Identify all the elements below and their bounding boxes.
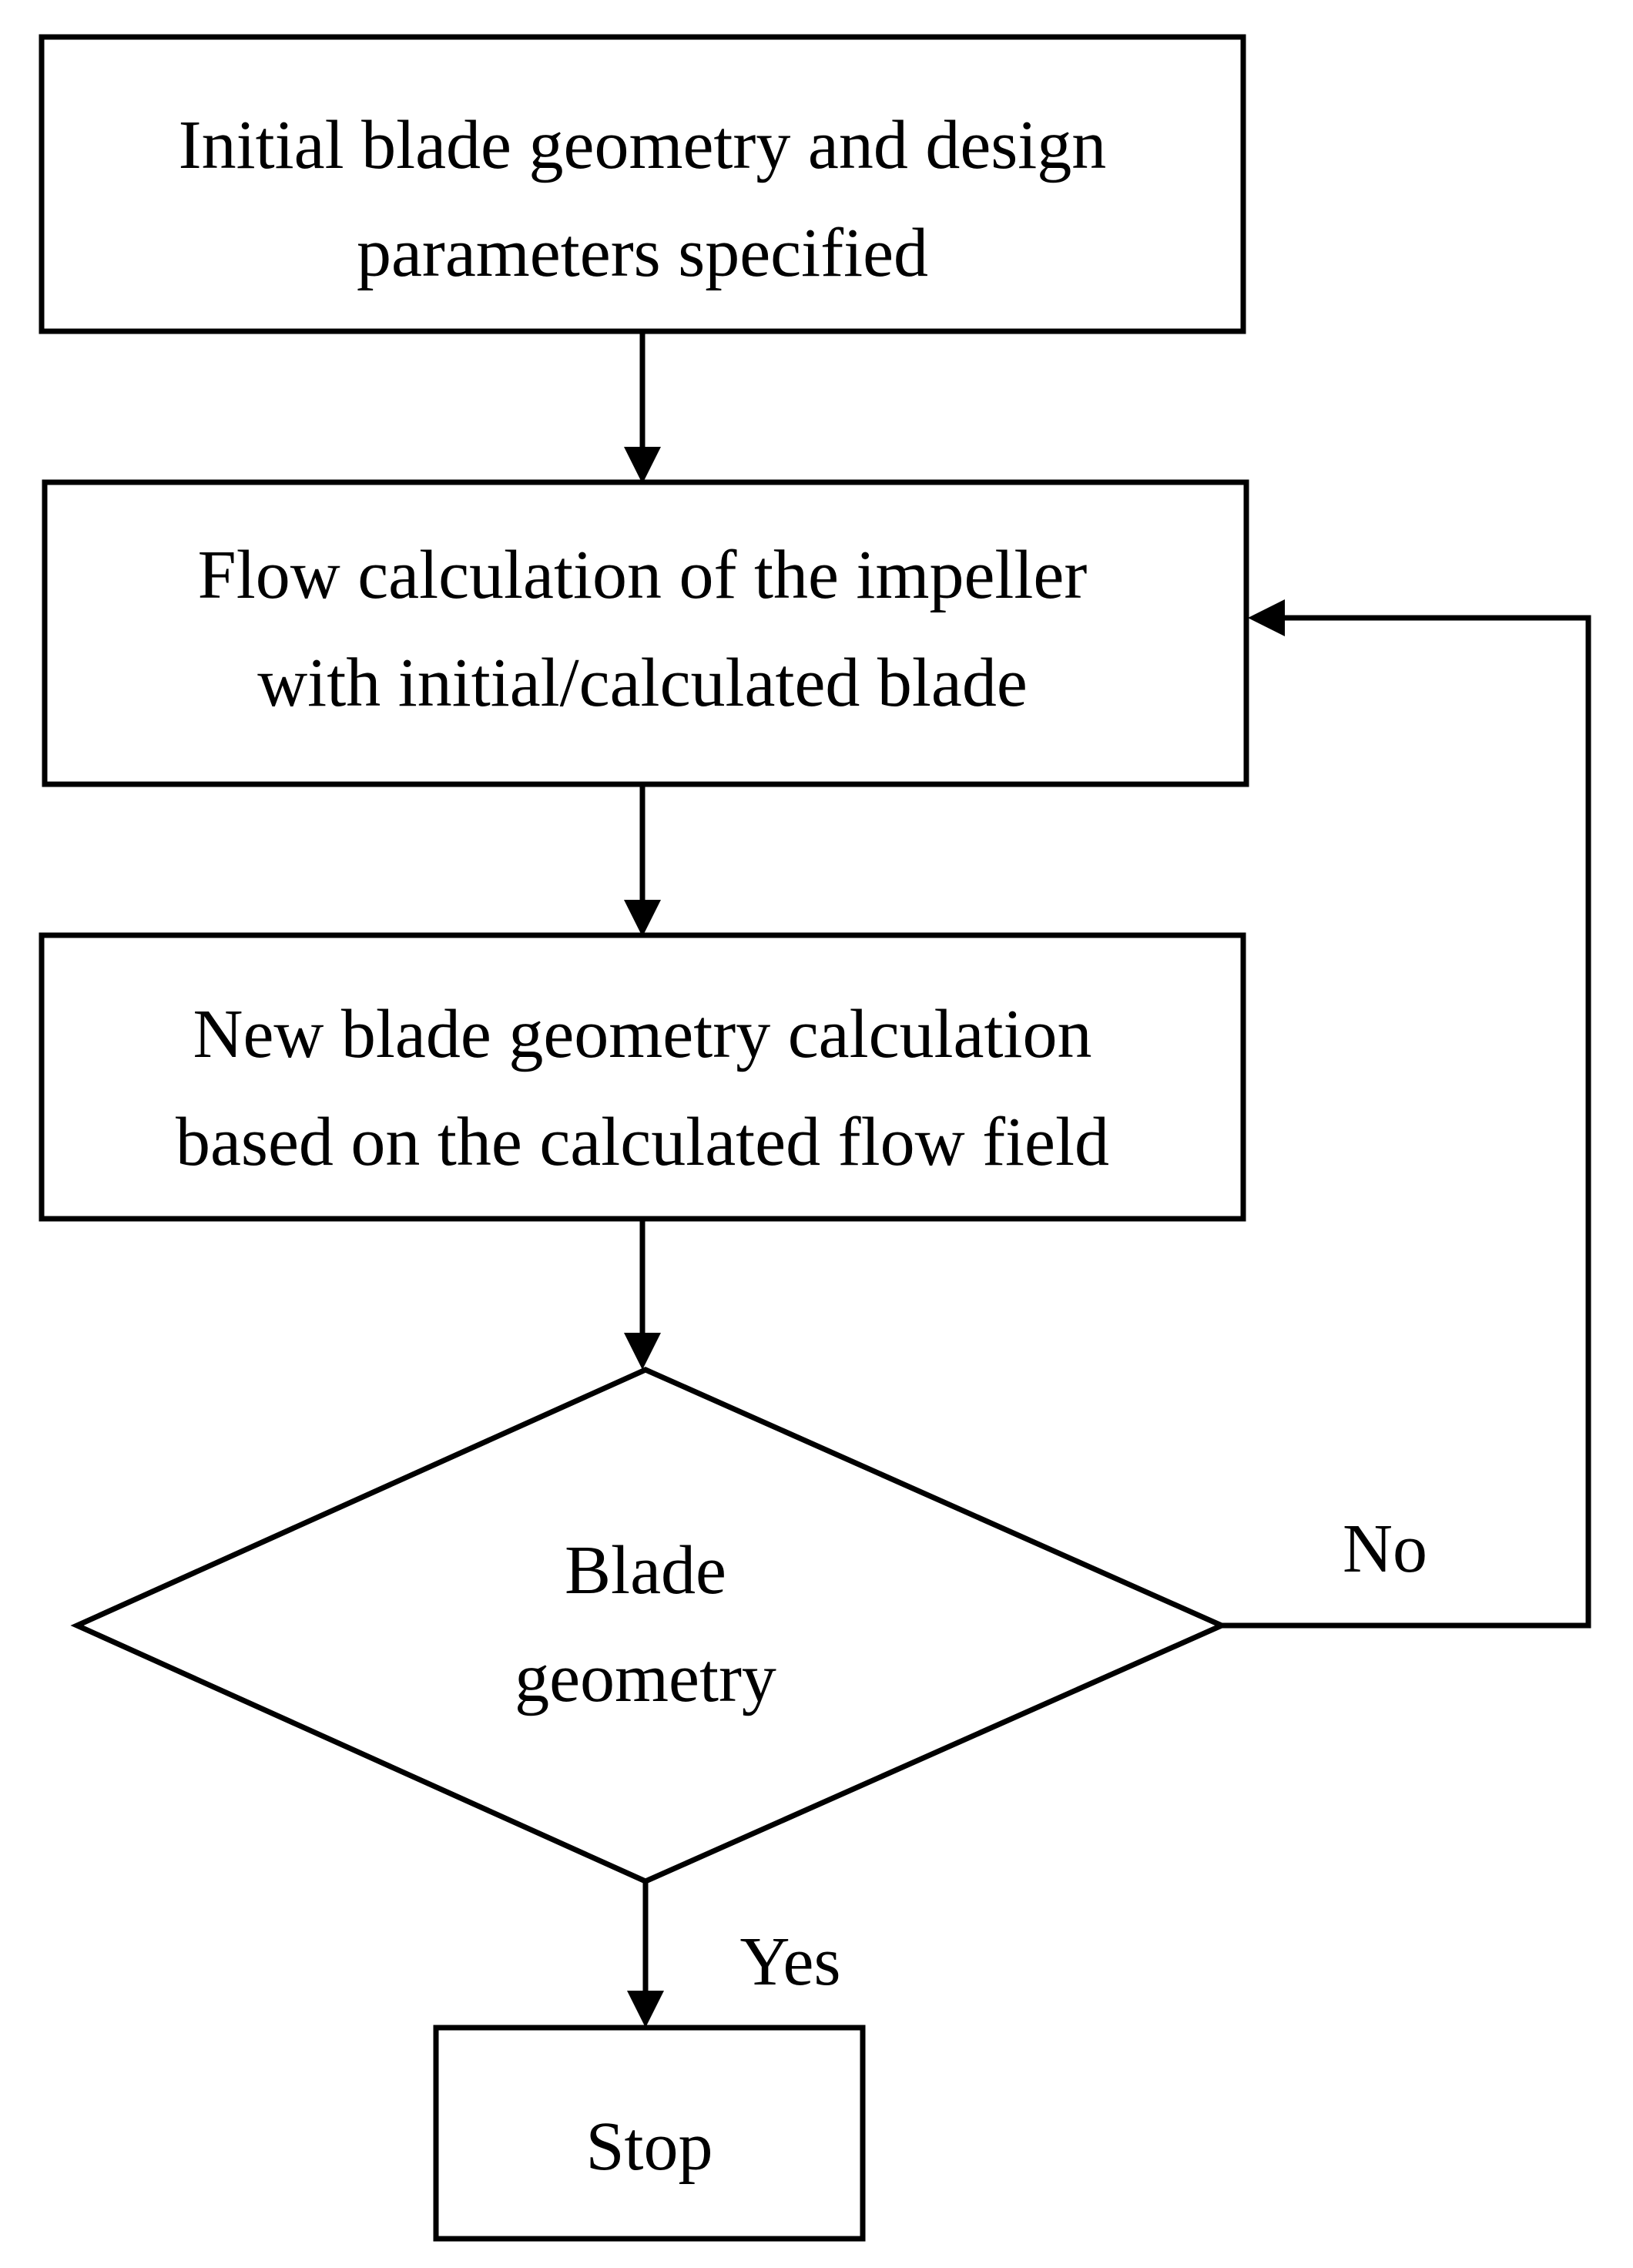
arrow-flow-to-new-geometry [624,784,661,937]
arrow-new-geometry-to-decision [624,1219,661,1370]
edge-yes-label: Yes [740,1924,841,2000]
arrow-decision-yes-to-stop-head [627,1991,664,2028]
node-decision: Blade geometry [70,1367,1229,1884]
node-new-geometry-line1: New blade geometry calculation [193,996,1091,1072]
node-flow-calculation-line1: Flow calculation of the impeller [198,537,1088,613]
node-stop: Stop [433,2025,866,2242]
arrow-initial-to-flow-head [624,447,661,484]
arrow-decision-no-loop-head [1248,599,1285,636]
arrow-initial-to-flow [624,331,661,484]
node-decision-line2: geometry [515,1640,776,1716]
node-new-geometry: New blade geometry calculation based on … [39,932,1246,1222]
node-flow-calculation: Flow calculation of the impeller with in… [42,479,1249,787]
node-flow-calculation-line2: with initial/calculated blade [257,645,1028,721]
node-initial-geometry: Initial blade geometry and design parame… [39,34,1246,334]
arrow-decision-no-loop: No [1222,599,1591,1629]
node-stop-label: Stop [585,2109,713,2185]
arrow-flow-to-new-geometry-head [624,900,661,937]
node-stop-box [433,2025,866,2242]
node-initial-geometry-line2: parameters specified [357,215,928,291]
arrow-new-geometry-to-decision-head [624,1333,661,1370]
node-new-geometry-line2: based on the calculated flow field [176,1104,1109,1180]
arrow-decision-yes-to-stop: Yes [627,1881,840,2028]
node-decision-diamond [70,1367,1229,1884]
arrow-decision-no-loop-line [1222,615,1591,1629]
node-new-geometry-box [39,932,1246,1222]
node-flow-calculation-box [42,479,1249,787]
node-initial-geometry-box [39,34,1246,334]
node-initial-geometry-line1: Initial blade geometry and design [179,107,1107,183]
edge-no-label: No [1343,1511,1427,1587]
node-decision-line1: Blade [565,1532,726,1609]
